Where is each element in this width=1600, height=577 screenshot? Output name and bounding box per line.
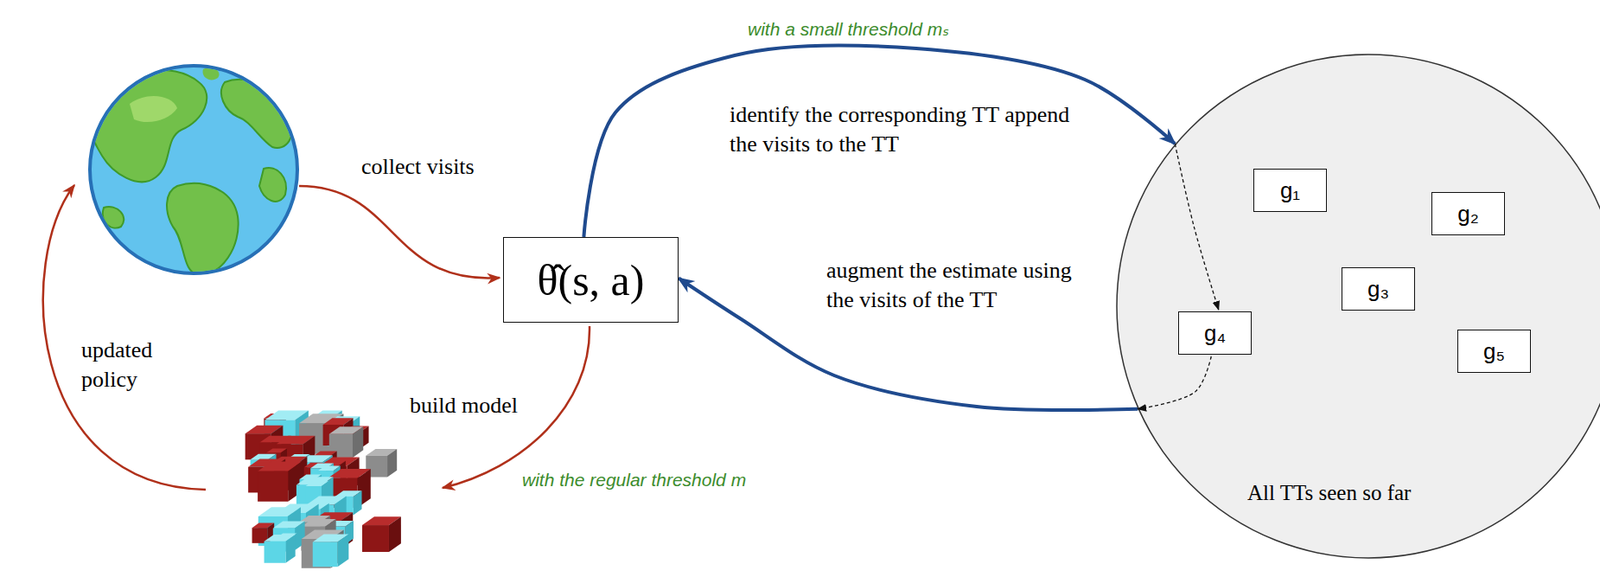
cube-front (264, 541, 287, 563)
tt-box: g₃ (1341, 267, 1416, 311)
node-label: g₅ (1483, 337, 1505, 365)
loop-arrows (43, 184, 590, 490)
tt-box: g₂ (1431, 191, 1505, 236)
cube-front (257, 471, 288, 502)
cube-side (337, 533, 349, 567)
cube-front (362, 524, 389, 552)
flow-arrow (583, 44, 1175, 237)
dashed-guide (1174, 143, 1218, 310)
tt-pool-circle: g₁ g₂ g₃ g₄ g₅ All TTs seen so far (1115, 53, 1600, 559)
edge-label: identify the corresponding TT append the… (729, 100, 1076, 160)
drawing-part (259, 167, 287, 202)
edge-label: augment the estimate using the visits of… (826, 255, 1095, 315)
model-cubes (245, 410, 402, 568)
node-label: g₁ (1280, 177, 1301, 204)
collect-arrow (299, 185, 500, 279)
node-label: g₂ (1457, 200, 1479, 228)
cube-side (387, 448, 397, 478)
threshold-note: with a small threshold mₛ (747, 17, 950, 41)
pool-circle (1116, 54, 1600, 558)
cube (362, 516, 402, 552)
drawing-part (88, 70, 207, 182)
cube-front (312, 541, 338, 567)
drawing-part (129, 95, 178, 122)
tt-box: g₁ (1253, 168, 1327, 212)
continents (88, 67, 293, 275)
drawing-part (102, 206, 124, 229)
drawing-part (166, 183, 239, 275)
cube (312, 533, 350, 567)
threshold-note: with the regular threshold m (522, 467, 746, 491)
cube-side (285, 534, 295, 563)
cube-side (388, 516, 402, 552)
dashed-guide (1137, 356, 1212, 409)
cube-side (352, 426, 364, 458)
node-label: g₄ (1204, 319, 1226, 347)
cube (257, 461, 302, 502)
node-label: θ̂(s, a) (537, 254, 645, 306)
tt-box: g₄ (1178, 311, 1252, 355)
estimate-box: θ̂(s, a) (503, 236, 679, 323)
cube-side (353, 490, 363, 515)
arrow-label: collect visits (361, 152, 475, 182)
drawing-part (203, 67, 220, 80)
policy-arrow (43, 184, 206, 490)
drawing-part (221, 79, 293, 148)
arrow-label: build model (409, 390, 518, 421)
earth-globe (88, 65, 298, 275)
circle-caption: All TTs seen so far (1247, 480, 1411, 505)
cube (264, 534, 296, 563)
arrow-label: updated policy (81, 335, 185, 395)
tt-box: g₅ (1457, 329, 1531, 373)
node-label: g₃ (1367, 275, 1390, 303)
